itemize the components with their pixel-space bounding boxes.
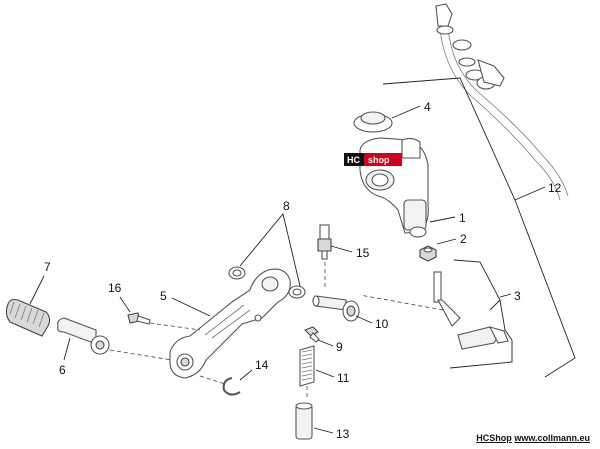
leader-6	[63, 337, 71, 361]
leader-3	[499, 293, 512, 298]
leader-8	[239, 213, 301, 287]
rubber-boot	[5, 298, 51, 337]
circlip	[222, 377, 241, 396]
leader-13	[313, 427, 334, 434]
footer-brand[interactable]: HCShop	[476, 433, 512, 443]
part-number-7: 7	[44, 260, 51, 274]
grease-nipple	[317, 224, 332, 260]
leader-15	[330, 245, 353, 253]
axis-dash-a	[359, 294, 444, 311]
small-screw	[127, 312, 151, 325]
leader-3-group	[453, 259, 501, 311]
master-cylinder	[359, 137, 429, 238]
part-number-6: 6	[59, 363, 66, 377]
badge-hc-text: HC	[347, 155, 360, 165]
push-rod	[433, 271, 509, 350]
leader-12	[514, 186, 546, 201]
part-number-15: 15	[356, 246, 370, 260]
part-number-8: 8	[283, 199, 290, 213]
pivot-bolt	[312, 295, 360, 322]
axis-dash-e	[199, 375, 226, 385]
part-number-13: 13	[336, 427, 350, 441]
footer-credit: HCShop www.collmann.eu	[476, 433, 590, 443]
part-number-1: 1	[459, 211, 466, 225]
part-number-12: 12	[548, 181, 562, 195]
part-number-16: 16	[108, 281, 122, 295]
o-rings	[228, 266, 306, 299]
hc-shop-badge: HC shop	[344, 153, 402, 166]
leader-14	[239, 369, 253, 381]
leader-4	[391, 105, 421, 119]
sleeve	[295, 402, 313, 440]
part-number-3: 3	[514, 289, 521, 303]
leader-7	[29, 275, 45, 305]
footer-site[interactable]: www.collmann.eu	[514, 433, 590, 443]
axis-dash-f	[109, 349, 173, 361]
badge-shop-text: shop	[368, 155, 390, 165]
brake-hose-assembly	[435, 3, 569, 201]
part-number-11: 11	[337, 371, 350, 385]
brake-pedal	[169, 268, 291, 379]
axis-dash-c	[149, 322, 201, 331]
part-number-5: 5	[160, 289, 167, 303]
leader-2	[436, 238, 457, 245]
part-number-10: 10	[375, 317, 389, 331]
leader-11	[315, 369, 335, 378]
badge-shop-bg	[364, 153, 402, 166]
part-number-9: 9	[336, 340, 343, 354]
small-bolt	[304, 326, 320, 343]
badge-hc-bg	[344, 153, 364, 166]
leader-3-group-b	[449, 299, 513, 369]
leader-5	[171, 297, 211, 317]
leader-10	[355, 315, 373, 324]
leader-9	[317, 339, 334, 347]
nut	[419, 245, 437, 262]
return-spring	[299, 345, 315, 387]
pedal-shaft	[57, 317, 110, 355]
part-number-2: 2	[460, 232, 467, 246]
leader-1	[429, 216, 456, 223]
leader-16	[119, 296, 131, 313]
part-number-4: 4	[424, 100, 431, 114]
part-number-14: 14	[255, 358, 269, 372]
reservoir-cap	[353, 111, 393, 133]
